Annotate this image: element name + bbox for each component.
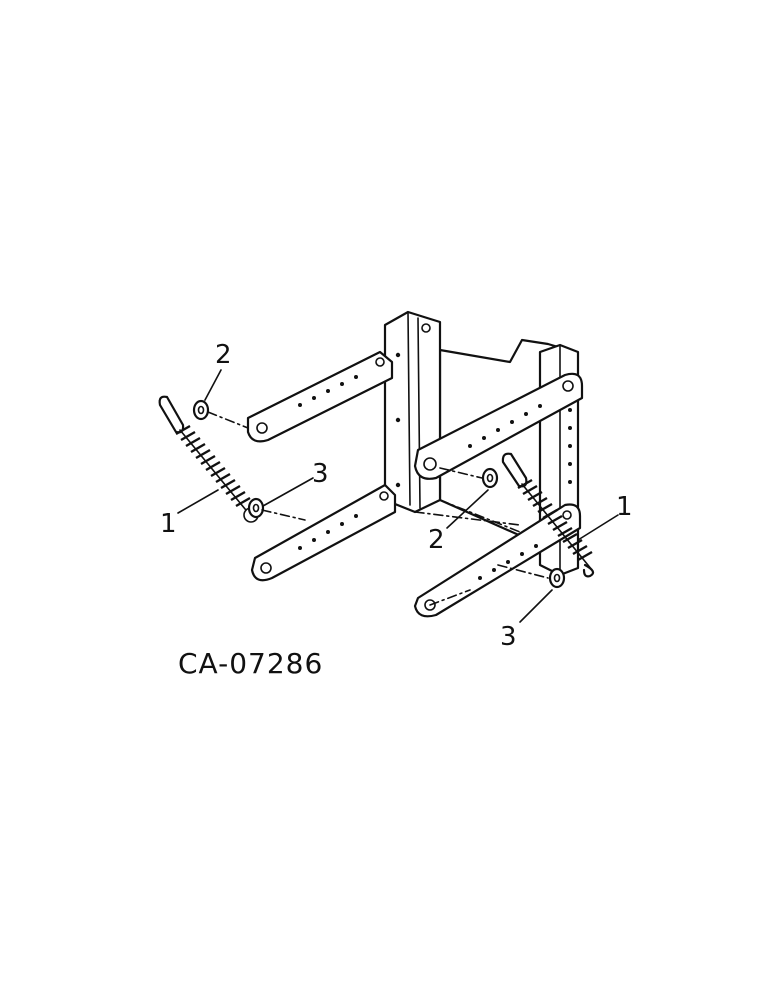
assembly-centerlines bbox=[207, 411, 549, 606]
right-upper-arm bbox=[413, 372, 584, 480]
right-spring bbox=[501, 452, 595, 578]
callout-spring-left: 1 bbox=[160, 509, 177, 539]
left-lower-arm bbox=[250, 483, 397, 582]
callout-washer-left: 2 bbox=[215, 340, 232, 370]
leader-lines bbox=[177, 369, 619, 623]
left-washer bbox=[192, 399, 210, 421]
left-spring bbox=[158, 395, 259, 523]
left-nut bbox=[247, 497, 265, 519]
right-lower-arm bbox=[413, 503, 582, 618]
callout-washer-right: 2 bbox=[428, 525, 445, 555]
callout-spring-right: 1 bbox=[616, 492, 633, 522]
right-nut bbox=[548, 567, 566, 589]
callout-nut-right: 3 bbox=[500, 622, 517, 652]
right-washer bbox=[481, 467, 499, 489]
figure-id-label: CA-07286 bbox=[178, 647, 323, 680]
left-upper-arm bbox=[246, 350, 394, 443]
callout-nut-left: 3 bbox=[312, 459, 329, 489]
